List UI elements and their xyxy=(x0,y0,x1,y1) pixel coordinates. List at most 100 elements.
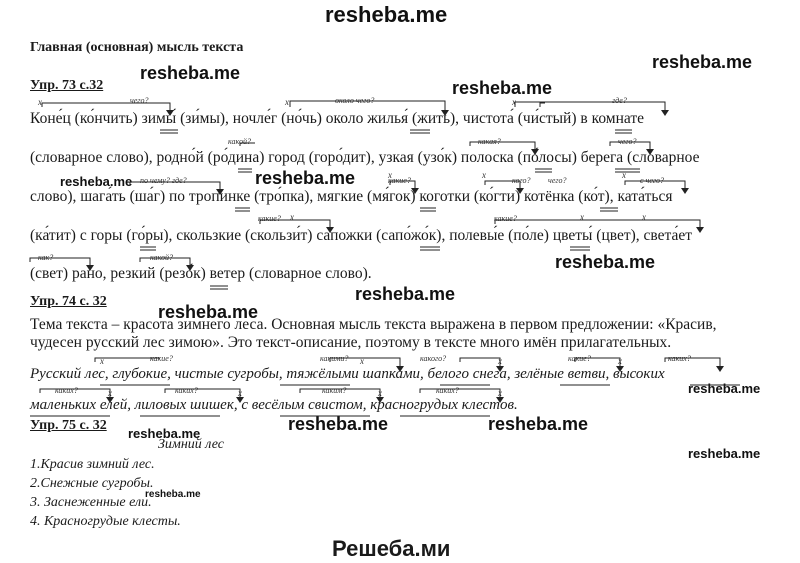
x-mark: x xyxy=(642,212,646,222)
arrow-head xyxy=(441,110,449,116)
question-note: какие? xyxy=(150,354,173,363)
arrow-head xyxy=(516,188,524,194)
arrow-head xyxy=(186,265,194,271)
x-mark: x xyxy=(622,170,626,180)
plan-title: Зимний лес xyxy=(158,437,225,452)
arrow-head xyxy=(166,110,174,116)
question-note: какой? xyxy=(228,137,251,146)
watermark: resheba.me xyxy=(288,414,389,434)
exercise-73-label: Упр. 73 с.32 xyxy=(30,78,104,93)
watermark-top: resheba.me xyxy=(325,2,448,27)
connection-bracket xyxy=(299,388,381,397)
connection-bracket xyxy=(329,357,401,366)
connection-bracket xyxy=(94,357,160,362)
question-note: где? xyxy=(612,96,627,105)
watermark: resheba.me xyxy=(488,414,589,434)
connection-bracket xyxy=(624,180,686,188)
connection-bracket xyxy=(609,141,651,149)
question-note: каких? xyxy=(436,386,459,395)
question-note: какого? xyxy=(420,354,447,363)
ex74-italic-1: Русский лес, глубокие, чистые сугробы, т… xyxy=(30,366,665,382)
connection-bracket xyxy=(289,100,446,110)
connection-bracket xyxy=(239,142,255,146)
arrow-head xyxy=(496,366,504,372)
arrow-head xyxy=(326,227,334,233)
connection-bracket xyxy=(139,257,191,265)
x-mark: x xyxy=(285,97,289,107)
x-mark: x xyxy=(482,170,486,180)
watermark: resheba.me xyxy=(652,52,753,72)
connection-bracket xyxy=(574,357,621,366)
connection-bracket xyxy=(514,101,666,110)
arrow-head xyxy=(716,366,724,372)
ex74-italic-2: маленьких елей, лиловых шишек, с весёлым… xyxy=(30,397,518,413)
x-mark: x xyxy=(290,212,294,222)
connection-bracket xyxy=(664,357,721,366)
watermark: resheba.me xyxy=(688,446,761,461)
ex73-line-1: Коне́ц (ко́нчить) зимы́ (зи́мы), ночле́г… xyxy=(30,110,645,127)
ex73-line-3: слово), шага́ть (ша́г) по тропинке (тро́… xyxy=(30,188,673,205)
question-note: кого? xyxy=(512,176,531,185)
connection-bracket xyxy=(539,102,545,107)
connection-bracket xyxy=(389,180,416,188)
arrow-head xyxy=(616,366,624,372)
watermark: resheba.me xyxy=(158,302,259,322)
arrow-head xyxy=(646,149,654,155)
connection-bracket xyxy=(129,181,221,189)
ex74-paragraph-2: чудесен русский лес зимою». Это текст-оп… xyxy=(30,334,672,351)
watermark: resheba.me xyxy=(140,63,241,83)
x-mark: x xyxy=(580,212,584,222)
arrow-head xyxy=(531,149,539,155)
question-note: по чему? где? xyxy=(140,176,187,185)
question-note: каким? xyxy=(322,386,347,395)
arrow-head xyxy=(376,397,384,403)
ex74-paragraph-1: Тема текста – красота зимнего леса. Осно… xyxy=(30,316,717,333)
arrow-head xyxy=(86,265,94,271)
question-note: каких? xyxy=(55,386,78,395)
connection-bracket xyxy=(459,357,501,366)
ex73-line-4: (ка́тит) с горы (го́ры), скользкие (скол… xyxy=(30,227,693,244)
watermark: resheba.me xyxy=(555,252,656,272)
connection-bracket xyxy=(164,388,241,397)
connection-bracket xyxy=(469,141,536,149)
question-note: какие? xyxy=(494,214,517,223)
exercise-75-label: Упр. 75 с. 32 xyxy=(30,418,107,433)
watermark: resheba.me xyxy=(60,174,133,189)
x-mark: x xyxy=(100,356,104,366)
plan-item: 3. Заснеженные ели. xyxy=(30,495,152,510)
arrow-head xyxy=(661,110,669,116)
arrow-head xyxy=(106,397,114,403)
arrow-head xyxy=(396,366,404,372)
arrow-head xyxy=(696,227,704,233)
x-mark: x xyxy=(38,97,42,107)
watermark: resheba.me xyxy=(355,284,456,304)
watermark: resheba.me xyxy=(452,78,553,98)
plan-item: 1.Красив зимний лес. xyxy=(30,457,155,472)
x-mark: x xyxy=(360,356,364,366)
plan-item: 4. Красногрудые клесты. xyxy=(30,514,181,529)
question-note: каких? xyxy=(175,386,198,395)
question-note: какие? xyxy=(258,214,281,223)
footer-watermark: Решеба.ми xyxy=(332,536,451,561)
section-title: Главная (основная) мысль текста xyxy=(30,40,244,55)
watermark: resheba.me xyxy=(145,489,201,500)
connection-bracket xyxy=(494,219,701,227)
ex73-line-2: (словарное слово), родно́й (ро́дина) гор… xyxy=(30,149,700,166)
question-note: чего? xyxy=(548,176,567,185)
ex73-line-5: (свет) рано, резкий (резо́к) ветер (слов… xyxy=(30,265,372,282)
plan-item: 2.Снежные сугробы. xyxy=(30,476,154,491)
watermark: resheba.me xyxy=(128,426,201,441)
connection-bracket xyxy=(259,219,331,227)
arrow-head xyxy=(681,188,689,194)
x-mark: x xyxy=(388,170,392,180)
question-note: чего? xyxy=(130,96,149,105)
watermark: resheba.me xyxy=(255,168,356,188)
arrow-head xyxy=(236,397,244,403)
connection-bracket xyxy=(39,388,111,397)
connection-bracket xyxy=(484,180,521,188)
connection-bracket xyxy=(419,388,501,397)
connection-bracket xyxy=(41,102,171,110)
arrow-head xyxy=(216,189,224,195)
exercise-74-label: Упр. 74 с. 32 xyxy=(30,294,107,309)
